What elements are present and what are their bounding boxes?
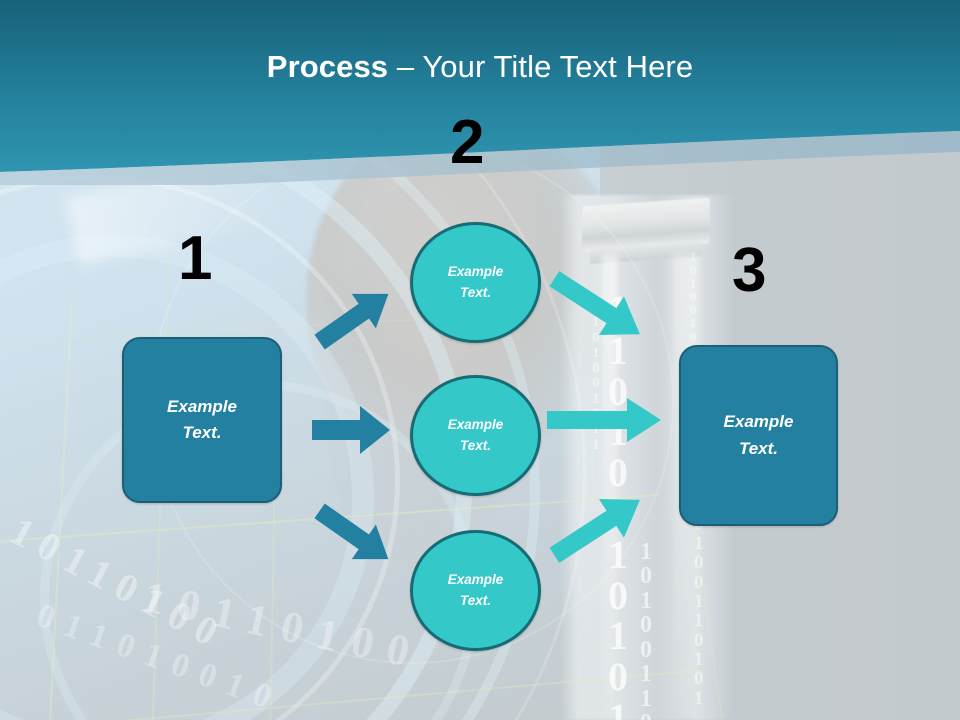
input-box[interactable]: Example Text.	[122, 337, 282, 503]
background-binary-digit: 0	[592, 376, 600, 391]
background-binary-arc-text-3: 10110100	[138, 571, 428, 680]
background-grid-line-h2	[1, 669, 699, 720]
background-binary-digit: 1	[694, 592, 704, 611]
process-circle-2-line1: Example	[448, 415, 504, 435]
background-binary-digit: 0	[694, 631, 704, 650]
background-binary-digit: 0	[690, 330, 697, 343]
process-circle-3[interactable]: Example Text.	[410, 530, 541, 651]
background-binary-digit: 1	[640, 662, 652, 686]
step-number-2: 2	[450, 112, 484, 174]
process-circle-3-line1: Example	[448, 570, 504, 590]
input-box-line2: Text.	[167, 420, 237, 446]
process-circle-1[interactable]: Example Text.	[410, 222, 541, 343]
process-circle-1-text: Example Text.	[448, 262, 504, 303]
step-number-3: 3	[732, 240, 766, 302]
background-binary-digit: 0	[690, 303, 697, 316]
background-binary-digit: 0	[640, 638, 652, 662]
title-strong: Process	[267, 49, 388, 84]
arrow-input-to-circle-3	[308, 500, 400, 570]
background-binary-digit: 0	[640, 564, 652, 588]
background-binary-digit: 0	[640, 613, 652, 637]
output-box-text: Example Text.	[724, 409, 794, 462]
process-circle-2-line2: Text.	[448, 436, 504, 456]
output-box-line1: Example	[724, 409, 794, 435]
input-box-text: Example Text.	[167, 394, 237, 447]
step-number-1: 1	[178, 228, 212, 290]
background-photo-vial-ring	[590, 240, 702, 264]
arrow-input-to-circle-1	[308, 283, 400, 353]
background-binary-digit: 0	[640, 711, 652, 720]
process-circle-1-line2: Text.	[448, 283, 504, 303]
background-binary-digit: 1	[592, 346, 600, 361]
arrow-input-to-circle-2	[310, 400, 392, 460]
background-binary-arc-text-2: 011010010	[31, 597, 287, 720]
process-circle-2-text: Example Text.	[448, 415, 504, 456]
background-binary-digit: 0	[592, 361, 600, 376]
background-binary-digit: 1	[640, 589, 652, 613]
process-circle-3-line2: Text.	[448, 591, 504, 611]
background-binary-digit: 1	[694, 611, 704, 630]
arrow-circle-3-to-output	[542, 488, 654, 566]
process-circle-3-text: Example Text.	[448, 570, 504, 611]
arrow-circle-1-to-output	[542, 268, 654, 346]
output-box[interactable]: Example Text.	[679, 345, 838, 526]
background-binary-digit: 1	[690, 250, 697, 263]
background-photo-vial-cap	[582, 198, 710, 253]
title-separator: –	[388, 49, 422, 84]
background-binary-digit: 0	[694, 553, 704, 572]
background-binary-digit: 1	[694, 534, 704, 553]
background-binary-digit: 0	[608, 657, 628, 698]
background-binary-digit: 1	[694, 650, 704, 669]
input-box-line1: Example	[167, 394, 237, 420]
background-grid-line-v1	[49, 300, 73, 720]
background-binary-digit: 0	[690, 290, 697, 303]
background-binary-digit: 1	[690, 277, 697, 290]
process-circle-1-line1: Example	[448, 262, 504, 282]
output-box-line2: Text.	[724, 436, 794, 462]
background-binary-digit: 0	[608, 576, 628, 617]
process-circle-2[interactable]: Example Text.	[410, 375, 541, 496]
background-binary-column-3: 10100110101	[640, 540, 652, 720]
background-binary-digit: 0	[694, 573, 704, 592]
background-binary-digit: 1	[690, 316, 697, 329]
background-binary-column-5: 10100110101	[694, 495, 704, 708]
background-binary-digit: 1	[694, 689, 704, 708]
slide-title: Process – Your Title Text Here	[0, 50, 960, 84]
background-binary-digit: 0	[690, 263, 697, 276]
background-binary-arc-text-1: 10110100	[3, 507, 235, 660]
background-binary-digit: 1	[608, 698, 628, 720]
title-rest: Your Title Text Here	[422, 49, 693, 84]
arrow-circle-2-to-output	[545, 396, 663, 444]
background-binary-digit: 1	[608, 616, 628, 657]
background-binary-digit: 0	[694, 669, 704, 688]
background-binary-digit: 1	[640, 687, 652, 711]
